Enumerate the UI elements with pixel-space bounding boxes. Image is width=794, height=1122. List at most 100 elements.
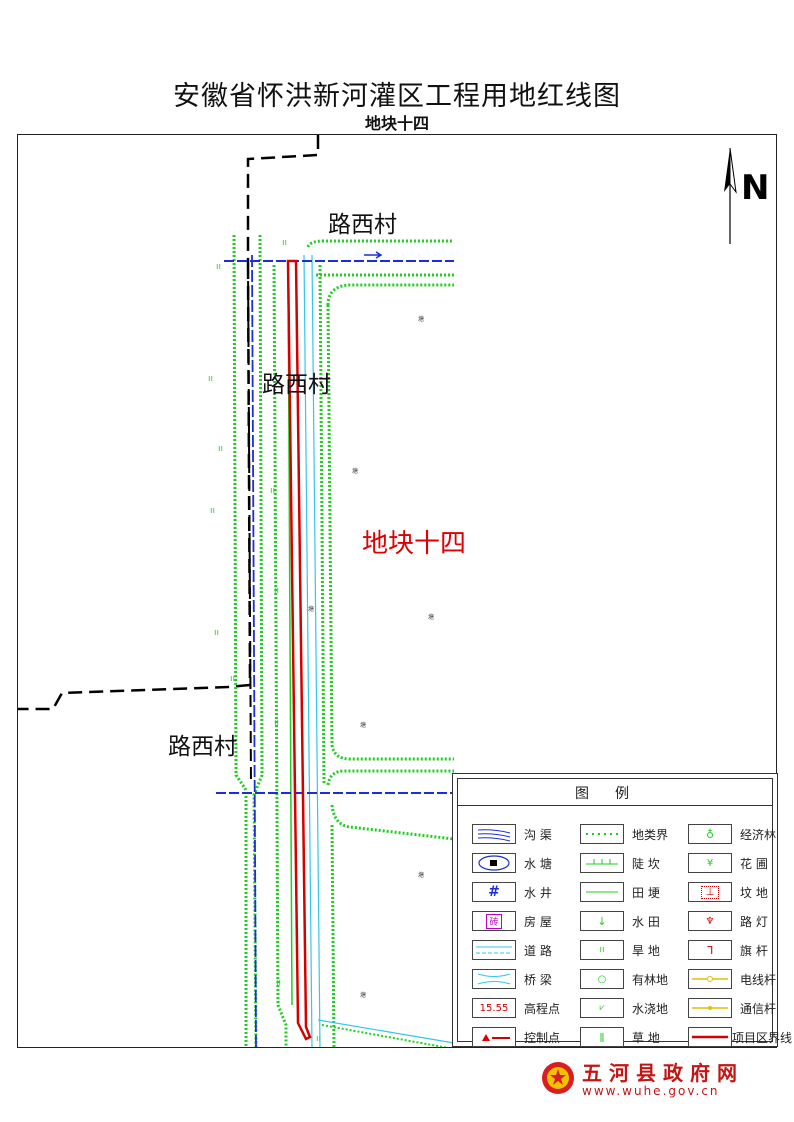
street-lamp-icon: ♆ (688, 911, 732, 931)
legend-item-road: 道 路 (472, 939, 552, 961)
road-edge-2 (311, 254, 321, 1047)
svg-text:ıı: ıı (282, 238, 287, 248)
control-point-icon (472, 1027, 516, 1047)
site-url[interactable]: www.wuhe.gov.cn (582, 1084, 720, 1098)
village-label-south: 路西村 (168, 734, 237, 760)
site-name: 五河县政府网 (582, 1061, 744, 1085)
flagpole-icon: ᒣ (688, 940, 732, 960)
legend-item-forest: ○ 有林地 (580, 968, 668, 990)
legend-item-telecom-pole: 通信杆 (688, 997, 776, 1019)
road-icon (472, 940, 516, 960)
road-diagonal-2 (321, 1024, 449, 1047)
legend-item-power-pole: 电线杆 (688, 968, 776, 990)
admin-boundary-road (247, 262, 252, 786)
parcel-south-strip (326, 769, 455, 841)
land-mark: 塘 (418, 871, 424, 879)
land-mark: 塘 (360, 721, 366, 729)
field-edge-west-1 (232, 234, 248, 1047)
legend-item-street-lamp: ♆ 路 灯 (688, 910, 768, 932)
svg-text:ıı: ıı (210, 506, 215, 516)
land-mark: 塘 (352, 467, 358, 475)
legend-item-grassland: ǁ 草 地 (580, 1026, 660, 1048)
canal-icon (472, 824, 516, 844)
paddy-icon: ↓ (580, 911, 624, 931)
land-mark: 塘 (418, 315, 424, 323)
legend-item-house: 砖 房 屋 (472, 910, 552, 932)
village-label-north: 路西村 (328, 212, 397, 238)
legend-item-bridge: 桥 梁 (472, 968, 552, 990)
field-edge-east-1 (318, 264, 326, 786)
national-emblem-icon (542, 1062, 574, 1094)
north-letter: N (741, 168, 770, 208)
legend-title: 图例 (575, 786, 655, 802)
svg-text:ıı: ıı (208, 374, 213, 384)
legend-item-project-boundary: 项目区界线 (688, 1026, 792, 1048)
telecom-pole-icon (688, 998, 732, 1018)
field-ridge-icon (580, 882, 624, 902)
parcel-east-border (326, 283, 454, 761)
legend-item-pond: 水 塘 (472, 852, 552, 874)
project-boundary-icon (688, 1027, 732, 1047)
village-label-middle: 路西村 (262, 372, 331, 398)
project-boundary (286, 259, 312, 1041)
parcel-north-strip (306, 239, 454, 277)
well-icon: # (472, 882, 516, 902)
legend-item-grave: ⊥ 坟 地 (688, 881, 768, 903)
admin-boundary-north (246, 135, 320, 265)
legend-item-economic-forest: ♁ 经济林 (688, 823, 776, 845)
legend-item-irrigated: ⩗ 水浇地 (580, 997, 668, 1019)
road-diagonal-1 (317, 1019, 455, 1044)
legend-item-control: 控制点 (472, 1026, 560, 1048)
legend-panel: 图例 沟 渠 水 塘 # 水 井 砖 房 屋 道 路 桥 梁 15.55 (452, 773, 792, 1048)
power-pole-icon (688, 969, 732, 989)
dry-land-icon: ıı (580, 940, 624, 960)
field-edge-mid-1 (272, 264, 288, 1047)
svg-text:ıı: ıı (216, 262, 221, 272)
irrigated-land-icon: ⩗ (580, 998, 624, 1018)
forest-icon: ○ (580, 969, 624, 989)
legend-item-field-ridge: 田 埂 (580, 881, 660, 903)
svg-text:ıı: ıı (276, 978, 281, 988)
svg-text:ıı: ıı (316, 1034, 321, 1044)
svg-text:ıı: ıı (274, 718, 279, 728)
scarp-icon (580, 853, 624, 873)
svg-text:ıı: ıı (270, 486, 275, 496)
site-watermark[interactable]: 五河县政府网 www.wuhe.gov.cn (540, 1057, 780, 1103)
legend-item-scarp: 陡 坎 (580, 852, 660, 874)
map-subtitle: 地块十四 (364, 114, 429, 133)
legend-item-elevation: 15.55 高程点 (472, 997, 560, 1019)
nursery-icon: ¥ (688, 853, 732, 873)
legend-item-flagpole: ᒣ 旗 杆 (688, 939, 768, 961)
road-edge-1 (303, 254, 313, 1047)
admin-boundary-village (18, 264, 252, 711)
legend-item-paddy: ↓ 水 田 (580, 910, 660, 932)
house-icon: 砖 (472, 911, 516, 931)
bridge-icon (472, 969, 516, 989)
land-mark: 塘 (360, 991, 366, 999)
svg-text:ıı: ıı (230, 674, 235, 684)
svg-text:ıı: ıı (218, 444, 223, 454)
elevation-point-icon: 15.55 (472, 998, 516, 1018)
legend-item-dry-land: ıı 旱 地 (580, 939, 660, 961)
north-arrow-icon (724, 147, 737, 244)
ditch-west (251, 254, 257, 1047)
dry-land-markers: ıı ıı ıı ıı ıı ıı ıı ıı ıı ıı ıı ıı (208, 238, 321, 1044)
land-mark: 塘 (308, 605, 314, 613)
parcel-south-edge (330, 824, 336, 1047)
flow-arrow (364, 251, 383, 259)
legend-item-canal: 沟 渠 (472, 823, 552, 845)
land-boundary-icon (580, 824, 624, 844)
land-mark: 塘 (428, 613, 434, 621)
svg-text:ıı: ıı (214, 628, 219, 638)
map-title: 安徽省怀洪新河灌区工程用地红线图 (173, 81, 621, 112)
svg-text:ıı: ıı (274, 586, 279, 596)
grassland-icon: ǁ (580, 1027, 624, 1047)
pond-icon (472, 853, 516, 873)
legend-item-well: # 水 井 (472, 881, 552, 903)
economic-forest-icon: ♁ (688, 824, 732, 844)
grave-icon: ⊥ (688, 882, 732, 902)
legend-item-land-boundary: 地类界 (580, 823, 668, 845)
legend-item-nursery: ¥ 花 圃 (688, 852, 768, 874)
